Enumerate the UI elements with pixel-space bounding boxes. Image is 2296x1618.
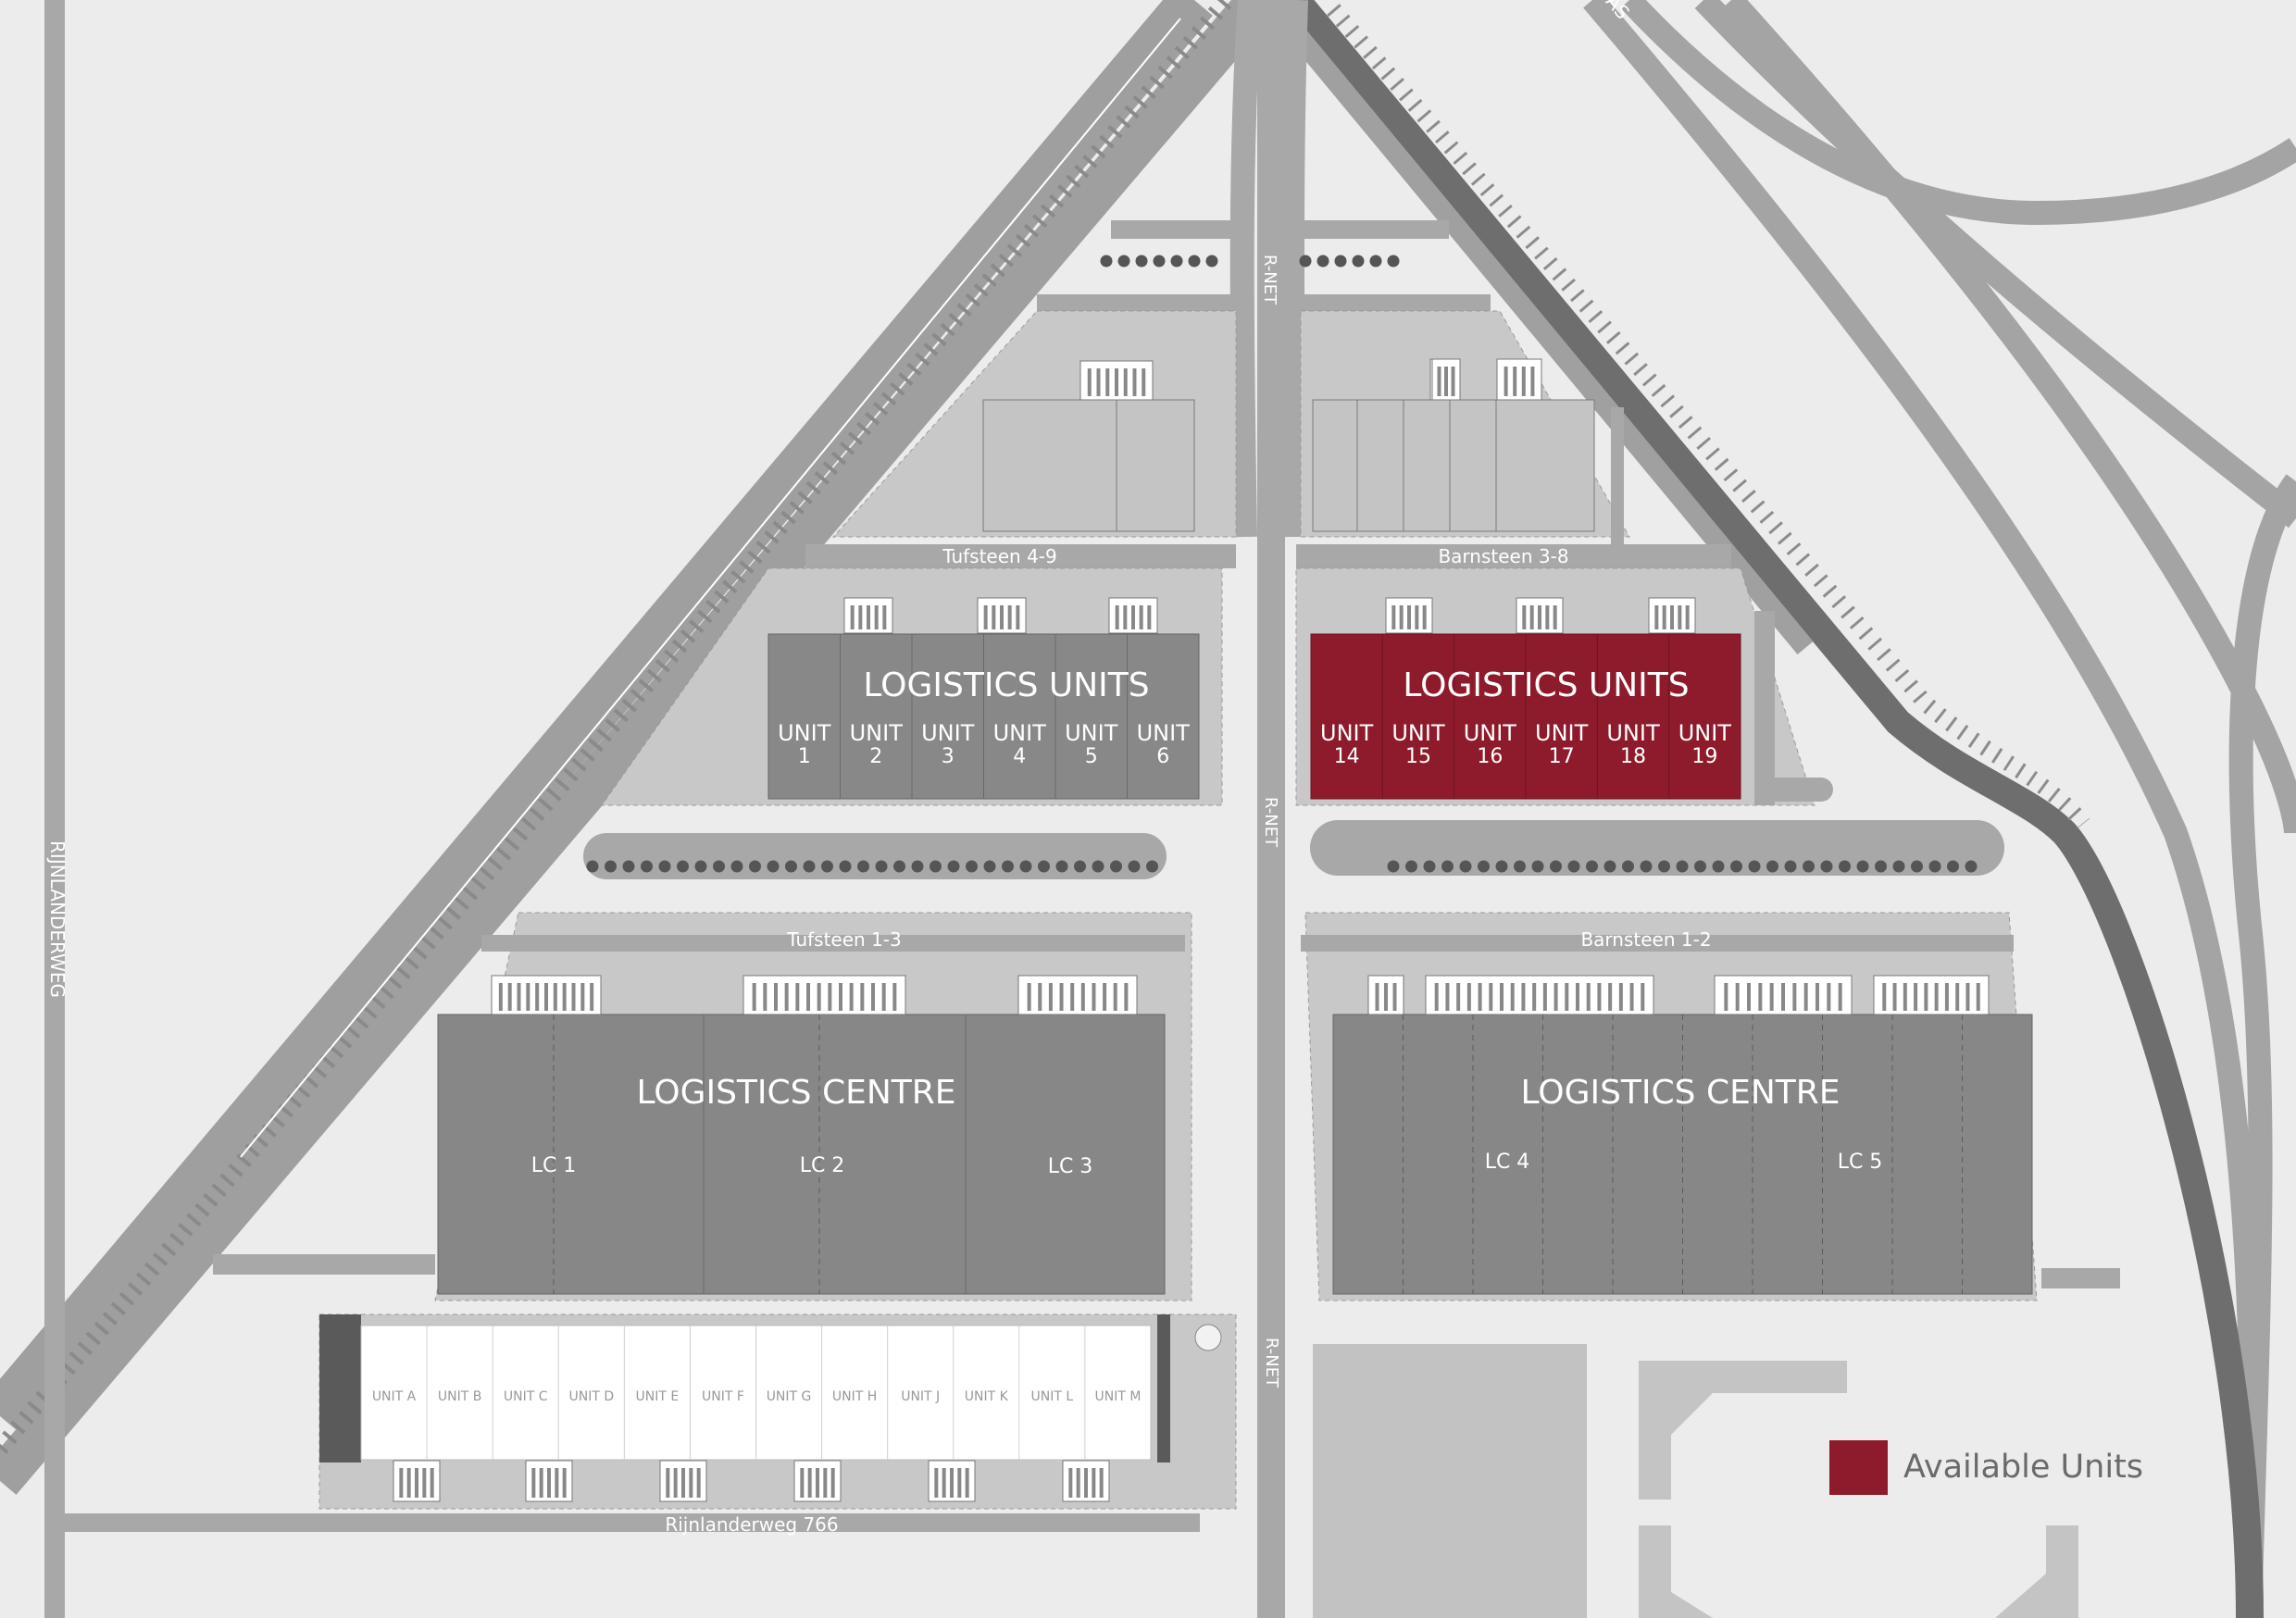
rijnlanderweg-road	[44, 0, 65, 1618]
grey-lot	[1313, 1344, 1587, 1618]
unit-word: UNIT	[1065, 720, 1118, 746]
lc-label: LC 3	[1048, 1155, 1093, 1178]
legend: Available Units	[1829, 1440, 2143, 1495]
road-label-rijnlanderweg: RIJNLANDERWEG	[46, 840, 69, 998]
road-label-rnet-2: R-NET	[1261, 797, 1280, 848]
road-label-barnsteen-1-2: Barnsteen 1-2	[1580, 928, 1711, 951]
unit-word: UNIT	[1320, 720, 1374, 746]
loading-docks	[393, 358, 1990, 1502]
unit-number-1: 1	[798, 745, 811, 768]
road-label-tufsteen-1-3: Tufsteen 1-3	[786, 928, 901, 951]
unit-word: UNIT	[1678, 720, 1732, 746]
unit-word: UNIT	[778, 720, 831, 746]
west-logistics-centre: LOGISTICS CENTRE LC 1 LC 2 LC 3	[437, 1014, 1166, 1295]
unit-word: UNIT	[1137, 720, 1191, 746]
lc-label: LC 2	[800, 1154, 845, 1177]
small-unit-label: UNIT B	[438, 1389, 481, 1404]
tufsteen-4-9-road	[805, 544, 1236, 568]
unit-word: UNIT	[850, 720, 904, 746]
unit-number-3: 3	[942, 745, 955, 768]
legend-swatch	[1829, 1440, 1888, 1495]
unit-word: UNIT	[921, 720, 975, 746]
small-unit-label: UNIT E	[636, 1389, 680, 1404]
small-unit-label: UNIT H	[832, 1389, 877, 1404]
unit-number-16: 16	[1477, 745, 1503, 768]
unit-number-19: 19	[1691, 745, 1717, 768]
unit-number-15: 15	[1405, 745, 1431, 768]
unit-word: UNIT	[1464, 720, 1517, 746]
unit-word: UNIT	[1391, 720, 1445, 746]
unit-word: UNIT	[993, 720, 1047, 746]
west-logistics-units-title: LOGISTICS UNITS	[863, 666, 1149, 704]
road-label-rnet-3: R-NET	[1262, 1338, 1281, 1388]
lc-label: LC 5	[1838, 1151, 1883, 1174]
rijnlanderweg-766-road	[65, 1513, 1200, 1532]
small-unit-label: UNIT J	[901, 1389, 940, 1404]
east-logistics-centre-title: LOGISTICS CENTRE	[1520, 1074, 1840, 1112]
road-label-rijnlanderweg-766: Rijnlanderweg 766	[665, 1513, 838, 1536]
unit-number-18: 18	[1620, 745, 1646, 768]
legend-label: Available Units	[1903, 1449, 2143, 1486]
small-unit-label: UNIT A	[372, 1389, 417, 1404]
lc-label: LC 1	[531, 1154, 577, 1177]
east-logistics-units-title: LOGISTICS UNITS	[1403, 666, 1689, 704]
west-diagonal-road	[0, 0, 1276, 1495]
highway-lanes	[1583, 0, 2296, 1618]
small-unit-label: UNIT L	[1031, 1389, 1074, 1404]
unit-number-14: 14	[1334, 745, 1360, 768]
small-unit-label: UNIT C	[504, 1389, 548, 1404]
east-logistics-units[interactable]: LOGISTICS UNITS UNIT14UNIT15UNIT16UNIT17…	[1310, 633, 1741, 800]
west-logistics-centre-title: LOGISTICS CENTRE	[636, 1074, 955, 1112]
small-unit-label: UNIT D	[568, 1389, 614, 1404]
unit-number-5: 5	[1085, 745, 1098, 768]
east-logistics-centre: LOGISTICS CENTRE LC 4 LC 5	[1332, 1014, 2033, 1295]
east-diagonal-road	[1260, 0, 2264, 1618]
small-unit-label: UNIT F	[702, 1389, 744, 1404]
unit-word: UNIT	[1606, 720, 1660, 746]
lc-label: LC 4	[1485, 1151, 1530, 1174]
small-unit-label: UNIT G	[767, 1389, 812, 1404]
barnsteen-3-8-road	[1296, 544, 1731, 568]
road-label-rnet-1: R-NET	[1260, 255, 1279, 305]
small-unit-label: UNIT K	[965, 1389, 1009, 1404]
road-label-tufsteen-4-9: Tufsteen 4-9	[942, 545, 1056, 567]
small-units-row: UNIT A UNIT B UNIT C UNIT D UNIT E UNIT F UNIT…	[360, 1325, 1152, 1461]
small-unit-label: UNIT M	[1094, 1389, 1141, 1404]
unit-number-6: 6	[1156, 745, 1169, 768]
tree-rows	[586, 255, 1978, 873]
unit-number-17: 17	[1549, 745, 1575, 768]
west-logistics-units: LOGISTICS UNITS UNIT1UNIT2UNIT3UNIT4UNIT…	[767, 633, 1200, 800]
road-label-barnsteen-3-8: Barnsteen 3-8	[1438, 545, 1568, 567]
unit-word: UNIT	[1535, 720, 1589, 746]
unit-number-2: 2	[869, 745, 882, 768]
unit-number-4: 4	[1013, 745, 1026, 768]
